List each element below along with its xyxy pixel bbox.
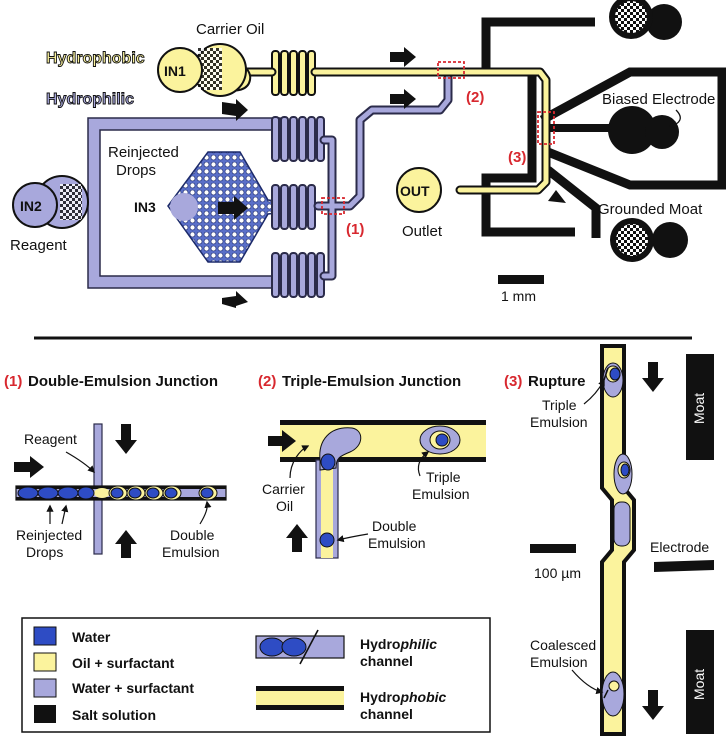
flow-arrows (218, 47, 566, 308)
biased-electrode-pads (608, 106, 679, 154)
panel3-flow-arrows (642, 362, 664, 720)
moat-bottom-label: Moat (691, 669, 707, 700)
legend-water: Water (72, 629, 111, 645)
marker-label-1: (1) (346, 221, 364, 238)
legend-hydrophilic-channel: channel (360, 653, 413, 669)
panel2-number: (2) (258, 373, 276, 390)
legend-hydrophilic-icon (255, 629, 345, 665)
coil-upper (271, 116, 325, 162)
panel1-reinjected-line1: Reinjected (16, 527, 82, 543)
legend-hydrophilic-label: Hydrophilic (360, 636, 437, 652)
hydrophilic-tag: Hydrophilic (46, 91, 134, 108)
double-emulsion-drops (108, 485, 218, 501)
marker-label-3: (3) (508, 149, 526, 166)
junction-marker-1 (321, 197, 345, 215)
panel3-triple-line2: Emulsion (530, 414, 588, 430)
panel-triple-emulsion: (2) Triple-Emulsion Junction Carrier Oil… (258, 373, 486, 559)
marker-label-2: (2) (466, 89, 484, 106)
panel3-triple-line1: Triple (542, 397, 577, 413)
triple-emulsion-drop (419, 425, 461, 455)
panel3-coalesced-line2: Emulsion (530, 654, 588, 670)
panel1-reagent-label: Reagent (24, 431, 77, 447)
panel2-title: Triple-Emulsion Junction (282, 373, 461, 390)
rupture-stretched-drop (613, 453, 633, 547)
reinjected-label-line2: Drops (116, 162, 156, 179)
panel1-number: (1) (4, 373, 22, 390)
panel1-double-line2: Emulsion (162, 544, 220, 560)
legend-water-surfactant: Water + surfactant (72, 680, 194, 696)
panel2-triple-line1: Triple (426, 469, 461, 485)
legend: Water Oil + surfactant Water + surfactan… (21, 617, 491, 733)
panel1-flow-arrows (14, 424, 137, 558)
junction-marker-3 (537, 111, 555, 145)
legend-swatch-water (33, 626, 57, 646)
legend-hydrophobic-channel: channel (360, 706, 413, 722)
panel1-double-line1: Double (170, 527, 215, 543)
panel2-carrier-line2: Oil (276, 498, 293, 514)
device-overview: IN2 Reagent IN3 Reinjected Drops (10, 0, 726, 308)
grounded-moat-label: Grounded Moat (598, 201, 703, 218)
outlet-out: OUT (396, 167, 442, 213)
panel-rupture: (3) Rupture Moat Moat Electrode (504, 344, 714, 736)
junction-marker-2 (437, 61, 465, 79)
reinjected-label-line1: Reinjected (108, 144, 179, 161)
panel3-scale-label: 100 µm (534, 565, 581, 581)
legend-hydrophobic-icon (256, 686, 344, 710)
moat-reservoir-bottom (610, 218, 688, 262)
inlet-in1: IN1 (157, 43, 252, 97)
panel1-title: Double-Emulsion Junction (28, 373, 218, 390)
rupture-triple-drop (602, 362, 624, 398)
electrode-tip (654, 560, 714, 572)
moat-block-top (686, 354, 714, 460)
carrier-oil-label: Carrier Oil (196, 21, 264, 38)
legend-salt: Salt solution (72, 707, 156, 723)
panel2-carrier-line1: Carrier (262, 481, 305, 497)
coil-middle (271, 184, 316, 230)
inlet-in2: IN2 (12, 175, 89, 229)
moat-block-bottom (686, 630, 714, 734)
panel2-double-line1: Double (372, 518, 417, 534)
legend-oil: Oil + surfactant (72, 655, 175, 671)
salt-channels (481, 17, 726, 238)
in2-label: IN2 (20, 198, 42, 214)
out-label: OUT (400, 183, 430, 199)
outlet-label: Outlet (402, 223, 443, 240)
panel3-coalesced-line1: Coalesced (530, 637, 596, 653)
legend-swatch-water-surfactant (33, 678, 57, 698)
moat-reservoir-top (609, 0, 682, 40)
legend-swatch-salt (34, 705, 56, 723)
panel-double-emulsion: (1) Double-Emulsion Junction Reagent Rei… (4, 373, 227, 560)
scale-bar-1mm (498, 275, 544, 284)
biased-electrode-label: Biased Electrode (602, 91, 715, 108)
panel3-title: Rupture (528, 373, 586, 390)
coil-oil (271, 50, 316, 96)
coil-lower (271, 252, 325, 298)
scale-bar-label: 1 mm (501, 288, 536, 304)
in1-label: IN1 (164, 63, 186, 79)
panel2-double-line2: Emulsion (368, 535, 426, 551)
moat-top-label: Moat (691, 393, 707, 424)
reagent-label: Reagent (10, 237, 68, 254)
in3-label: IN3 (134, 199, 156, 215)
panel3-electrode-label: Electrode (650, 539, 709, 555)
panel2-triple-line2: Emulsion (412, 486, 470, 502)
panel3-number: (3) (504, 373, 522, 390)
legend-hydrophobic-label: Hydrophobic (360, 689, 447, 705)
hydrophobic-tag: Hydrophobic (46, 50, 145, 67)
panel1-reinjected-line2: Drops (26, 544, 63, 560)
legend-swatch-oil (33, 652, 57, 672)
panel2-flow-arrows (268, 430, 308, 552)
scale-bar-100um (530, 544, 576, 553)
rupture-coalesced-drop (601, 671, 625, 717)
